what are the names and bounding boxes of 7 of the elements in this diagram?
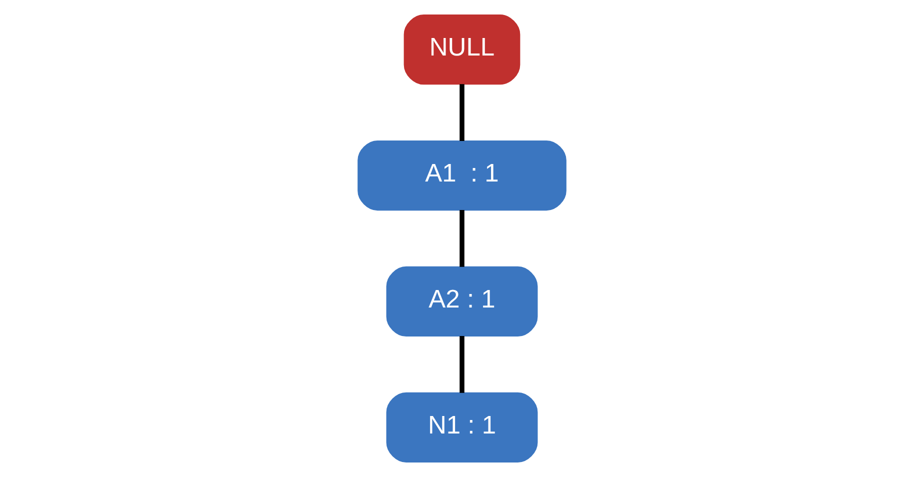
connector [460,210,464,267]
node-box: A1 : 1 [358,140,566,211]
node-box: NULL [404,14,520,85]
node-box: N1 : 1 [386,392,538,462]
connector [460,84,464,141]
connector [460,336,464,393]
node-box: A2 : 1 [386,266,538,337]
